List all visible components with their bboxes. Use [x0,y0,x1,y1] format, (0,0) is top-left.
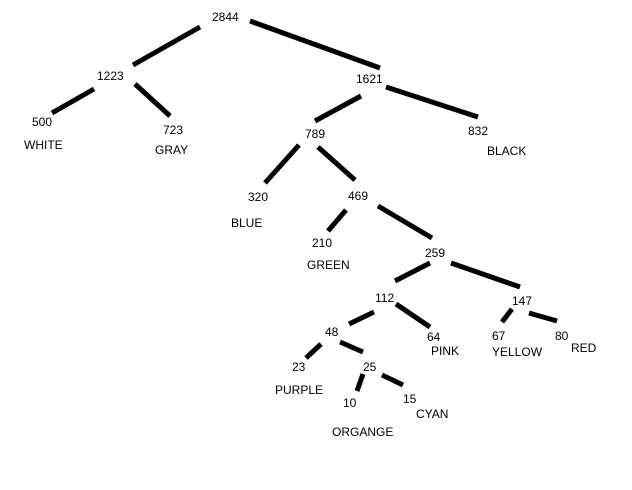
leaf-label-green: GREEN [307,258,350,272]
node-147-value: 147 [512,294,532,308]
leaf-label-red: RED [571,341,597,355]
edge-789-469 [316,145,357,182]
edge-259-147 [450,260,521,290]
edge-48-23 [304,342,323,360]
node-210-value: 210 [312,236,332,250]
leaf-label-yellow: YELLOW [492,345,543,359]
edge-1223-723 [133,82,172,118]
node-25-value: 25 [363,360,377,374]
node-259-value: 259 [425,246,445,260]
edge-2844-1621 [249,18,381,71]
node-2844-value: 2844 [212,10,239,24]
edge-147-80 [528,310,558,324]
node-1621-value: 1621 [356,72,383,86]
leaf-labels: WHITE GRAY BLACK BLUE GREEN PINK YELLOW … [24,138,597,439]
edge-147-67 [500,307,514,324]
leaf-label-gray: GRAY [155,143,188,157]
node-64-value: 64 [427,330,441,344]
leaf-label-black: BLACK [487,144,526,158]
node-469-value: 469 [348,189,368,203]
leaf-label-pink: PINK [431,344,459,358]
tree-edges [50,18,558,392]
leaf-label-blue: BLUE [231,216,262,230]
node-832-value: 832 [468,124,488,138]
edge-789-320 [263,143,301,185]
node-723-value: 723 [163,123,183,137]
node-23-value: 23 [292,360,306,374]
leaf-label-white: WHITE [24,138,63,152]
node-789-value: 789 [305,127,325,141]
edge-112-48 [347,309,376,327]
leaf-label-cyan: CYAN [416,407,448,421]
edge-25-15 [380,372,405,388]
leaf-label-orange: ORGANGE [332,425,393,439]
edge-2844-1223 [131,24,202,68]
node-80-value: 80 [555,329,569,343]
edge-1621-832 [385,84,479,120]
node-320-value: 320 [248,190,268,204]
node-48-value: 48 [325,325,339,339]
leaf-label-purple: PURPLE [275,383,323,397]
edge-48-25 [339,339,364,355]
edge-112-64 [394,301,432,330]
edge-469-210 [326,208,348,233]
node-112-value: 112 [375,291,394,305]
edge-259-112 [393,260,432,284]
node-10-value: 10 [343,396,357,410]
edge-1223-500 [50,86,96,116]
node-1223-value: 1223 [97,69,124,83]
node-500-value: 500 [32,115,52,129]
node-67-value: 67 [492,329,506,343]
edge-1621-789 [313,93,363,124]
node-15-value: 15 [403,392,417,406]
node-values: 2844 1223 1621 500 723 789 832 320 469 2… [32,10,569,410]
edge-25-10 [354,373,366,392]
edge-469-259 [376,203,434,241]
